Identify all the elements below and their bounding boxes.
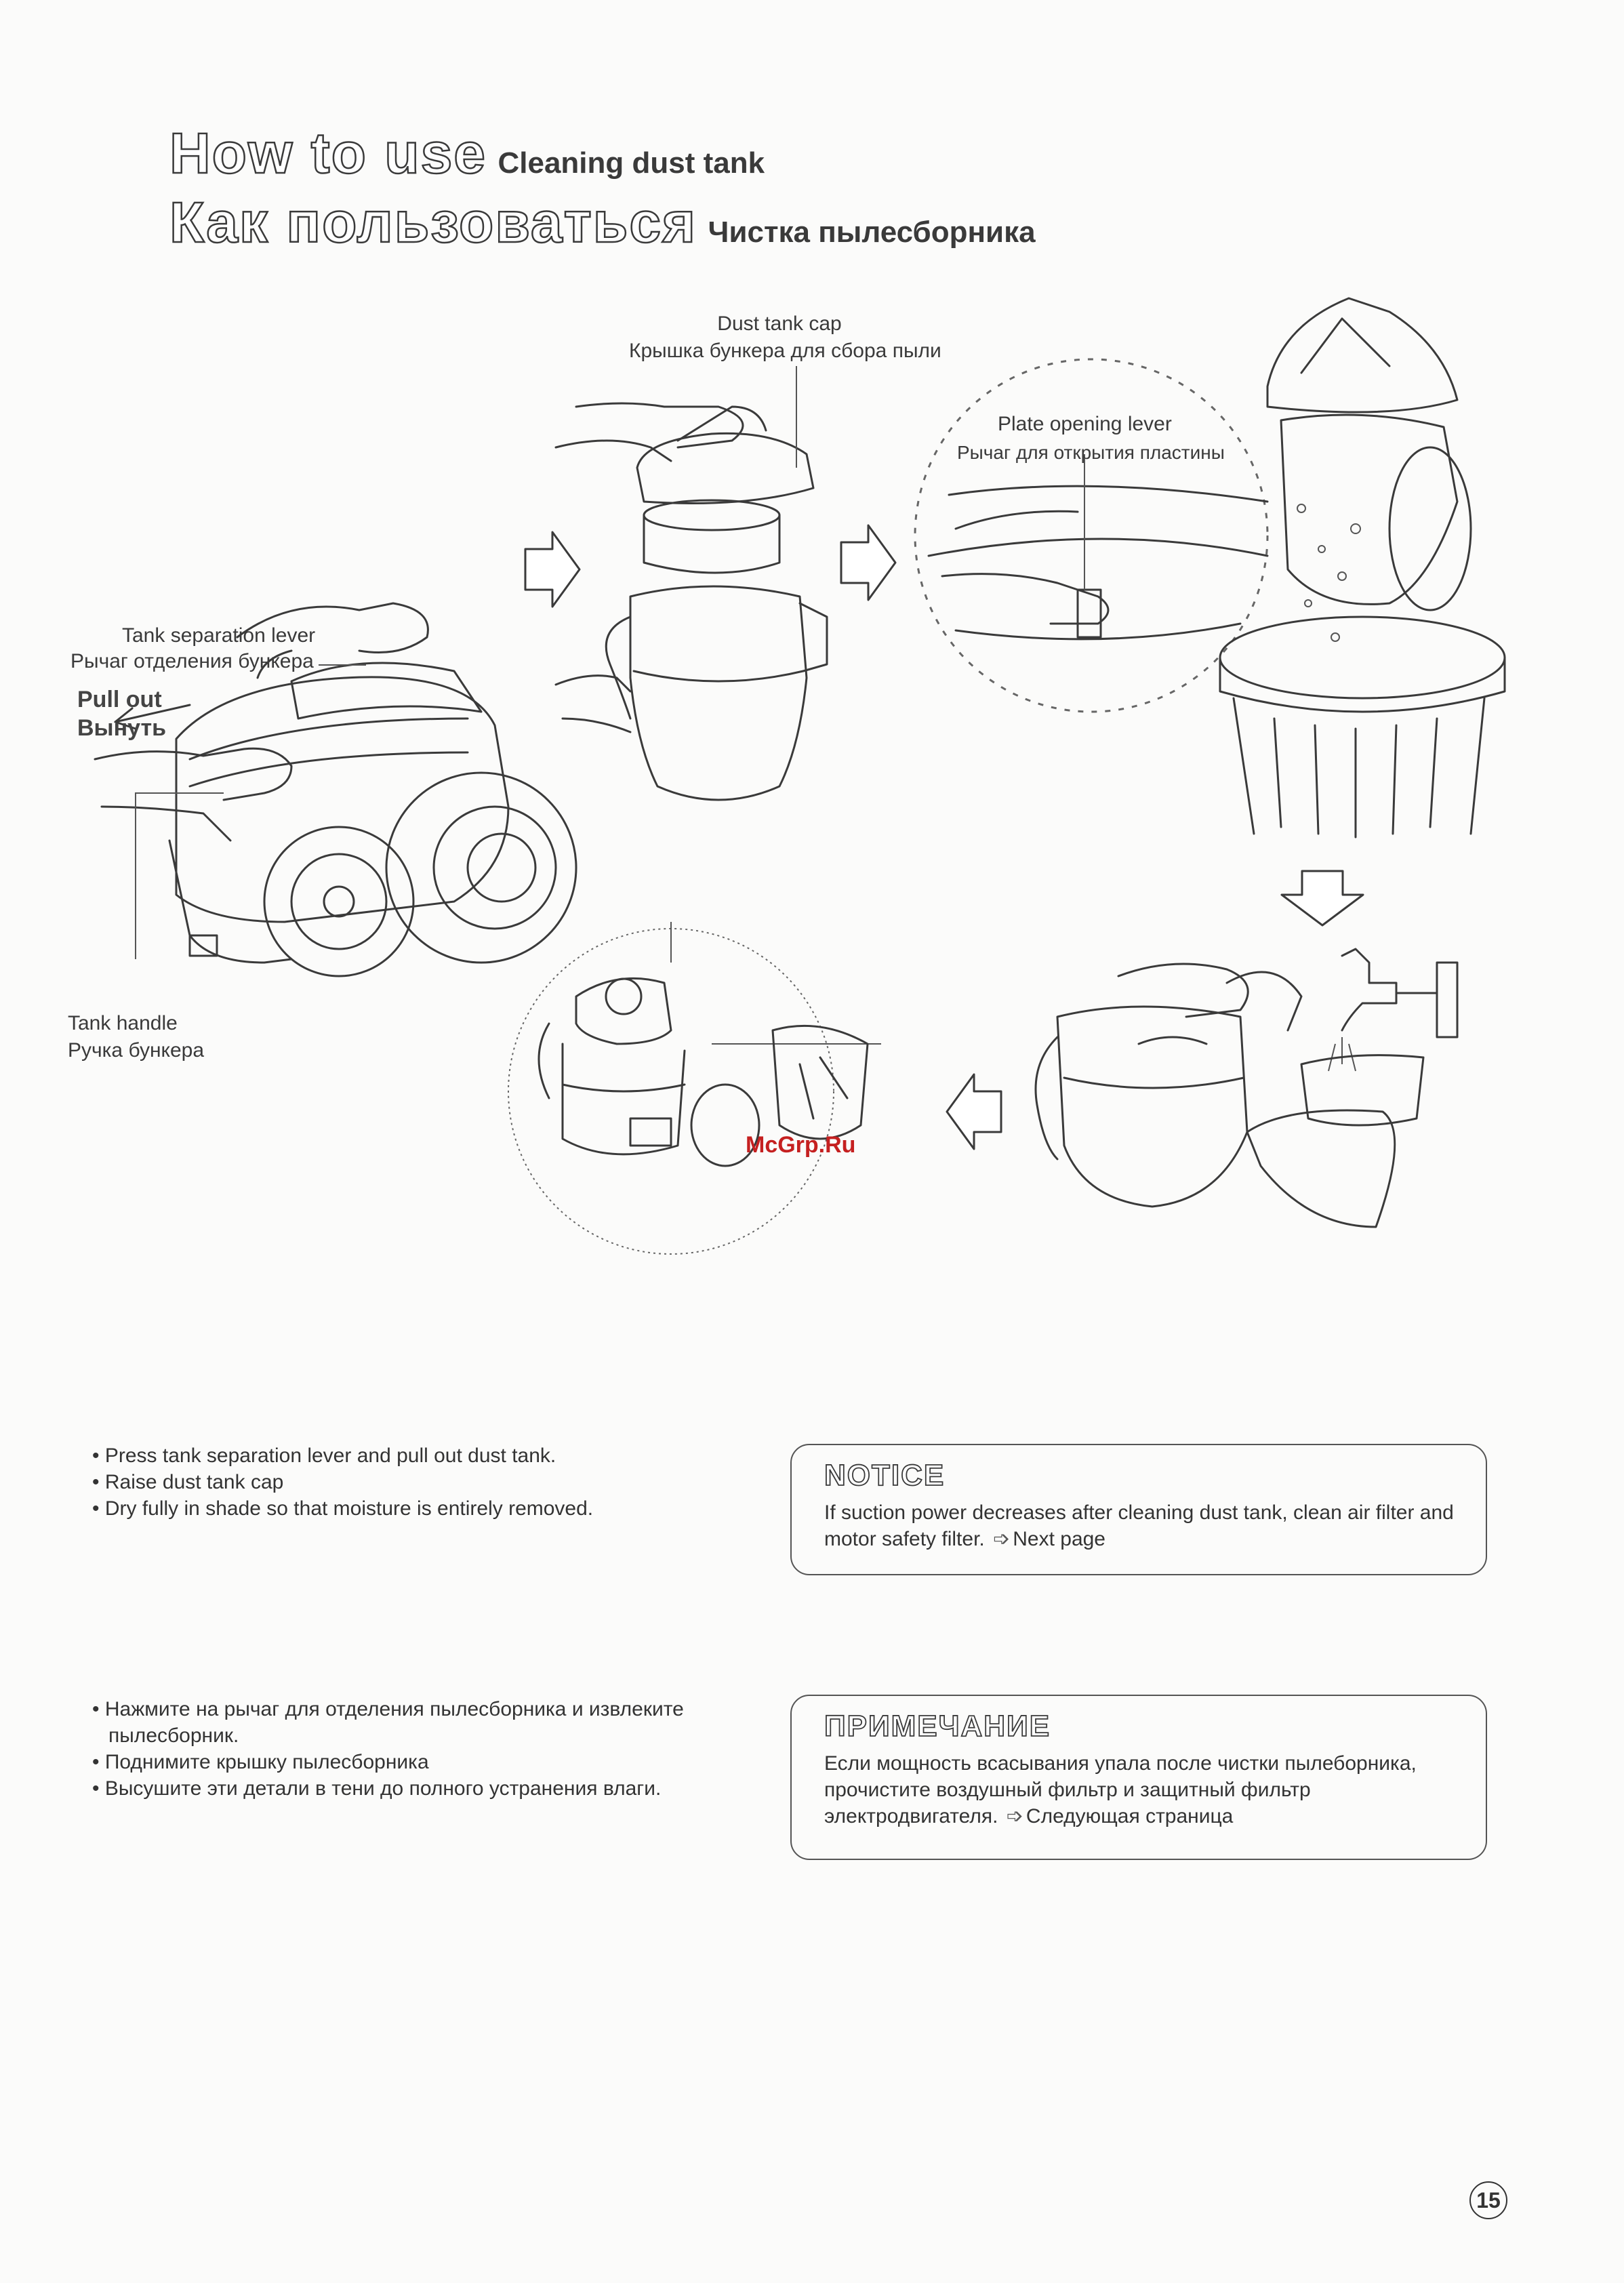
notice-title-en: NOTICE: [824, 1458, 946, 1493]
dust-cap-label-en: Dust tank cap: [717, 312, 842, 335]
raise-cap-illustration: [554, 366, 828, 801]
sep-lever-label-ru: Рычаг отделения бункера: [70, 650, 314, 672]
sep-lever-leader: [319, 664, 366, 666]
tank-handle-label-ru: Ручка бункера: [68, 1039, 205, 1062]
notice-box-en: NOTICE If suction power decreases after …: [790, 1444, 1487, 1575]
notice-body-ru: Если мощность всасывания упала после чис…: [824, 1750, 1469, 1830]
next-page-arrow-icon: ➩: [993, 1528, 1011, 1550]
arrow-down-icon: [1280, 870, 1364, 927]
title-ru-row: Как пользоваться Чистка пылесборника: [169, 190, 1036, 256]
plate-lever-closeup: [914, 358, 1269, 713]
pull-out-label-en: Pull out: [77, 687, 162, 712]
instruction-item: Raise dust tank cap: [92, 1469, 770, 1495]
arrow-right-icon: [524, 531, 581, 608]
notice-text-ru: Если мощность всасывания упала после чис…: [824, 1752, 1417, 1827]
subtitle-ru: Чистка пылесборника: [708, 216, 1036, 249]
instruction-item: Press tank separation lever and pull out…: [92, 1442, 770, 1469]
pull-out-label-ru: Вынуть: [77, 715, 167, 741]
dried-parts-closeup: [508, 922, 881, 1255]
instruction-item: Высушите эти детали в тени до полного ус…: [92, 1775, 770, 1802]
subtitle-en: Cleaning dust tank: [498, 146, 765, 180]
arrow-right-icon: [840, 524, 897, 601]
dust-cap-label-ru: Крышка бункера для сбора пыли: [629, 340, 941, 362]
instructions-ru: Нажмите на рычаг для отделения пылесборн…: [92, 1696, 770, 1802]
page-number: 15: [1469, 2181, 1507, 2219]
title-en: How to use: [169, 121, 487, 186]
arrow-left-icon: [946, 1073, 1002, 1150]
next-page-arrow-icon: ➩: [1006, 1805, 1023, 1827]
tank-handle-label-en: Tank handle: [68, 1012, 178, 1034]
washing-tank-illustration: [1034, 948, 1459, 1228]
notice-box-ru: ПРИМЕЧАНИЕ Если мощность всасывания упал…: [790, 1695, 1487, 1860]
notice-title-ru: ПРИМЕЧАНИЕ: [824, 1709, 1051, 1743]
notice-body-en: If suction power decreases after cleanin…: [824, 1499, 1469, 1552]
sep-lever-label-en: Tank separation lever: [122, 624, 316, 647]
notice-text-en: If suction power decreases after cleanin…: [824, 1501, 1454, 1550]
next-page-link-ru[interactable]: Следующая страница: [1026, 1805, 1234, 1827]
emptying-trash-illustration: [1219, 297, 1506, 839]
instruction-item: Dry fully in shade so that moisture is e…: [92, 1495, 770, 1522]
plate-lever-label-en: Plate opening lever: [998, 413, 1172, 435]
instruction-item: Нажмите на рычаг для отделения пылесборн…: [92, 1696, 770, 1749]
instructions-en: Press tank separation lever and pull out…: [92, 1442, 770, 1522]
vacuum-cleaner-illustration: [94, 602, 577, 977]
instruction-item: Поднимите крышку пылесборника: [92, 1749, 770, 1775]
title-ru: Как пользоваться: [169, 190, 697, 256]
watermark: McGrp.Ru: [746, 1132, 856, 1158]
plate-lever-label-ru: Рычаг для открытия пластины: [957, 442, 1225, 463]
title-en-row: How to use Cleaning dust tank: [169, 121, 765, 186]
next-page-link-en[interactable]: Next page: [1013, 1528, 1105, 1550]
